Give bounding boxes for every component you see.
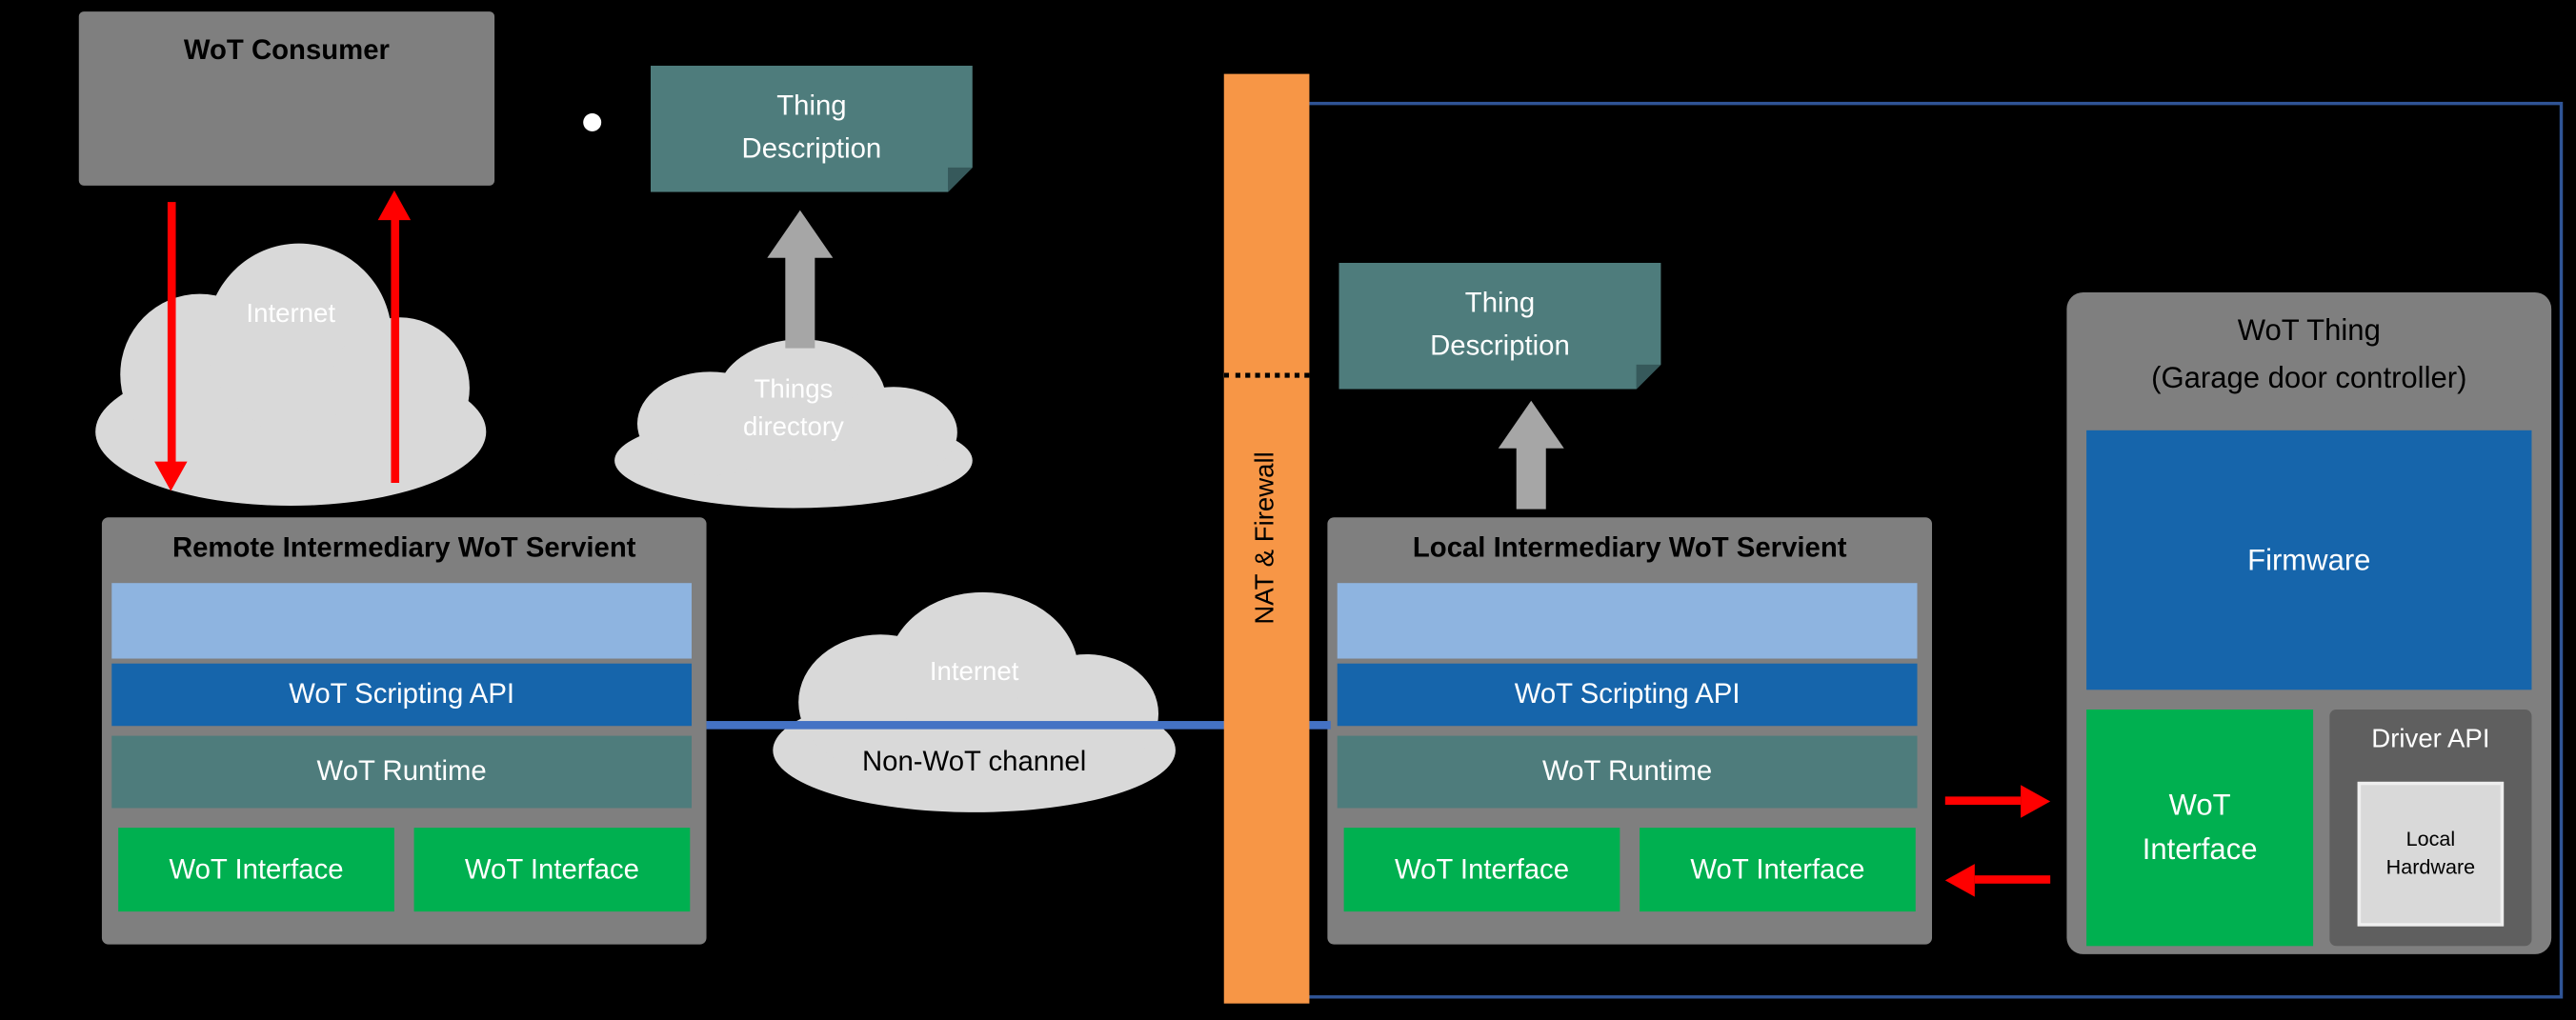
- gray-arrow-stem: [785, 256, 815, 349]
- things-directory-line1: Things: [754, 375, 834, 405]
- driver-api-box: Driver API Local Hardware: [2329, 709, 2532, 947]
- cloud-shape: [95, 243, 487, 506]
- gray-arrow-head: [767, 210, 834, 258]
- thing-description-left-box: Thing Description: [651, 66, 973, 192]
- td-right-line1: Thing: [1464, 287, 1536, 319]
- thing-wot-interface-box: WoT Interface: [2086, 709, 2314, 947]
- folded-corner-icon: [948, 168, 973, 192]
- folded-corner-icon: [1637, 365, 1661, 390]
- publish-arrow-right: [1498, 400, 1564, 510]
- driver-api-label: Driver API: [2371, 726, 2490, 754]
- local-hardware-box: Local Hardware: [2357, 781, 2505, 927]
- red-arrow-left-head: [1944, 864, 1975, 897]
- red-arrow-up-line: [391, 216, 400, 484]
- internet-cloud-center: Internet Non-WoT channel: [753, 578, 1197, 818]
- thing-description-left: Thing Description: [651, 66, 973, 192]
- wot-consumer-label: WoT Consumer: [183, 34, 390, 66]
- non-wot-channel-label: Non-WoT channel: [862, 745, 1087, 777]
- nat-firewall-bar: NAT & Firewall: [1223, 73, 1310, 1004]
- things-directory-line2: directory: [743, 413, 844, 443]
- red-arrow-down-head: [154, 461, 188, 491]
- red-arrow-down: [154, 202, 188, 491]
- td-left-line2: Description: [741, 131, 882, 164]
- remote-runtime-bar: WoT Runtime: [111, 735, 693, 809]
- publish-arrow-left: [767, 210, 834, 349]
- red-arrow-down-line: [167, 202, 176, 466]
- remote-wot-interface-left: WoT Interface: [118, 828, 394, 912]
- internet-cloud-left-label: Internet: [246, 300, 336, 329]
- thing-description-right: Thing Description: [1338, 263, 1660, 390]
- td-left-line1: Thing: [776, 90, 847, 122]
- wot-thing-title-line1: WoT Thing: [2237, 313, 2381, 347]
- wot-thing-title: WoT Thing (Garage door controller): [2066, 307, 2551, 401]
- red-arrow-right-line: [1944, 796, 2022, 806]
- internet-cloud-center-label: Internet: [929, 658, 1019, 687]
- wot-consumer-box: WoT Consumer: [78, 11, 495, 186]
- remote-scripting-api-bar: WoT Scripting API: [111, 663, 693, 727]
- red-arrow-left: [1944, 864, 2051, 897]
- cloud-shape: [773, 591, 1176, 812]
- cloud-shape: [614, 339, 973, 509]
- remote-wot-interface-right: WoT Interface: [413, 828, 691, 912]
- red-arrow-right: [1944, 785, 2051, 818]
- firmware-box: Firmware: [2086, 430, 2532, 690]
- local-wot-interface-left: WoT Interface: [1343, 828, 1620, 912]
- gray-arrow-stem: [1516, 447, 1546, 510]
- remote-protocol-bar: [111, 583, 693, 659]
- firewall-dotted-line: [1223, 372, 1310, 378]
- local-wot-interface-right: WoT Interface: [1640, 828, 1916, 912]
- things-directory-cloud: Things directory: [596, 329, 991, 512]
- local-runtime-bar: WoT Runtime: [1337, 735, 1918, 809]
- internet-cloud-left: Internet: [75, 227, 506, 512]
- remote-servient-box: Remote Intermediary WoT Servient WoT Scr…: [101, 517, 707, 945]
- remote-servient-title: Remote Intermediary WoT Servient: [171, 531, 636, 564]
- local-servient-title: Local Intermediary WoT Servient: [1412, 531, 1847, 564]
- red-arrow-right-head: [2021, 785, 2051, 818]
- dot-icon: [583, 112, 602, 131]
- thing-description-right-box: Thing Description: [1338, 263, 1660, 390]
- red-arrow-left-line: [1974, 875, 2051, 884]
- red-arrow-up: [377, 190, 412, 484]
- nat-firewall-label: NAT & Firewall: [1252, 451, 1280, 626]
- red-arrow-up-head: [377, 190, 412, 221]
- wot-thing-title-line2: (Garage door controller): [2151, 361, 2467, 394]
- things-directory-label: Things directory: [596, 371, 991, 448]
- td-right-line2: Description: [1430, 329, 1570, 361]
- gray-arrow-head: [1498, 400, 1564, 449]
- local-protocol-bar: [1337, 583, 1918, 659]
- wot-thing-box: WoT Thing (Garage door controller) Firmw…: [2066, 291, 2552, 954]
- non-wot-channel-line: [706, 721, 1331, 730]
- local-servient-box: Local Intermediary WoT Servient WoT Scri…: [1327, 517, 1933, 945]
- local-scripting-api-bar: WoT Scripting API: [1337, 663, 1918, 727]
